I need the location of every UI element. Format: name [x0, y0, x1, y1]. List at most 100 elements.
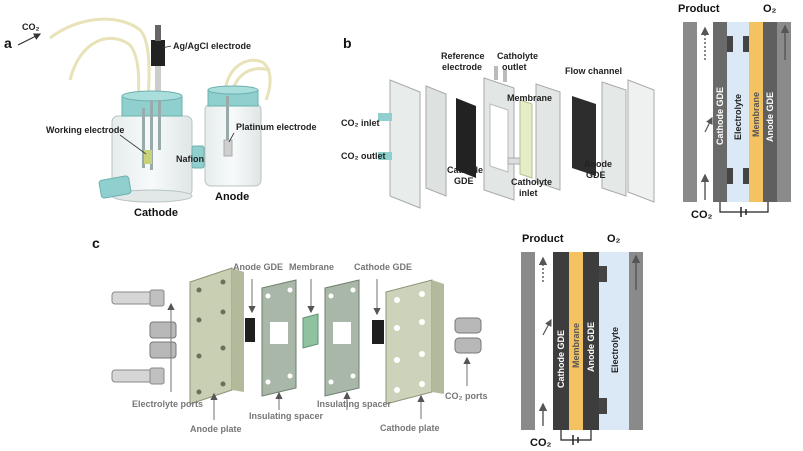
reference-electrode-body	[151, 40, 165, 66]
panel-label-c: c	[92, 235, 100, 251]
panel-label-a: a	[4, 35, 12, 51]
cathode-gde-c	[372, 320, 384, 344]
cathode-plate-label: Cathode plate	[380, 423, 440, 433]
co2-inlet-label: CO₂ inlet	[341, 118, 380, 128]
flow-channel-label: Flow channel	[565, 66, 622, 76]
working-electrode-label: Working electrode	[46, 125, 124, 135]
sc-o2-label: O₂	[607, 233, 621, 245]
working-electrode	[144, 150, 152, 164]
anode-cell	[204, 103, 262, 187]
anode-plate	[189, 267, 233, 405]
sb-cathode-gde-text: Cathode GDE	[715, 87, 725, 145]
electrolyte-port-bottom	[111, 369, 153, 383]
co2-port-2	[454, 337, 482, 354]
anode-gde	[572, 96, 596, 176]
flow-channel-plate	[601, 81, 627, 197]
insulating-spacer-label-2: Insulating spacer	[317, 399, 392, 409]
panel-c: c	[92, 235, 488, 434]
catholyte-outlet-port	[503, 70, 507, 82]
electrolyte-ports-label: Electrolyte ports	[132, 399, 203, 409]
sb-plate-left	[683, 22, 697, 202]
panel-a: a CO₂ Ag/AgCl electrode Working electrod…	[4, 17, 317, 219]
cathode-plate	[385, 279, 433, 405]
insulating-spacer-label-1: Insulating spacer	[249, 411, 324, 421]
catholyte-inlet-port	[507, 157, 521, 165]
co2-port-1	[454, 317, 482, 334]
sb-membrane-text: Membrane	[751, 92, 761, 137]
end-plate-right	[627, 79, 655, 203]
anode-gde-label-1: Anode	[584, 159, 612, 169]
sb-o2-label: O₂	[763, 3, 777, 15]
reference-label: Ag/AgCl electrode	[173, 41, 251, 51]
gas-tube	[49, 17, 151, 101]
platinum-electrode	[223, 139, 233, 157]
anode-label: Anode	[215, 191, 249, 203]
sc-cathode-gde-text: Cathode GDE	[556, 330, 566, 388]
anolyte-frame	[535, 83, 561, 191]
co2-ports-label: CO₂ ports	[445, 391, 488, 401]
gas-tube-2	[68, 36, 141, 101]
reference-electrode-wire	[155, 25, 161, 41]
gas-flow-plate	[425, 85, 447, 197]
anode-gde-c	[245, 318, 255, 342]
cathode-label: Cathode	[134, 207, 178, 219]
sc-co2-label: CO₂	[530, 437, 552, 449]
cathode-plate-holes	[394, 291, 425, 393]
platinum-label: Platinum electrode	[236, 122, 317, 132]
sc-membrane-text: Membrane	[571, 323, 581, 368]
cathode-gde	[456, 98, 476, 178]
panel-b: b Reference electrode Catholyte outlet F…	[341, 35, 655, 209]
membrane-label-b: Membrane	[507, 93, 552, 103]
cathode-gde-label-2: GDE	[454, 176, 474, 186]
sb-circuit	[719, 202, 769, 213]
cathode-gde-label-1: Cathode	[447, 165, 483, 175]
anode-plate-holes	[196, 279, 226, 395]
fitting-1	[149, 321, 177, 339]
catholyte-inlet-label-2: inlet	[519, 188, 538, 198]
sc-product-label: Product	[522, 233, 564, 245]
nafion-connector	[191, 145, 205, 169]
end-plate-left	[389, 79, 421, 209]
sc-cathode-gde	[553, 252, 569, 430]
cathode-gde-label-c: Cathode GDE	[354, 262, 412, 272]
reference-electrode-tube	[155, 66, 161, 96]
sb-electrolyte-text: Electrolyte	[733, 94, 743, 140]
membrane-c	[302, 313, 319, 349]
side-port	[98, 175, 132, 199]
sc-membrane	[569, 252, 583, 430]
catholyte-outlet-label-1: Catholyte	[497, 51, 538, 61]
schematic-c: Product O₂ CO₂ Cathode GDE Membrane Anod…	[521, 233, 643, 449]
anode-plate-label: Anode plate	[190, 424, 242, 434]
sc-anode-gde-text: Anode GDE	[586, 322, 596, 372]
catholyte-outlet-label-2: outlet	[502, 62, 527, 72]
co2-label-a: CO₂	[22, 22, 40, 32]
membrane-b	[519, 99, 533, 179]
anode-gde-label-c: Anode GDE	[233, 262, 283, 272]
sb-product-label: Product	[678, 3, 720, 15]
anode-gde-label-2: GDE	[586, 170, 606, 180]
electrolyte-port-top	[111, 291, 153, 305]
schematic-b: Product O₂ CO₂ Cathode GDE Electrolyte M…	[678, 3, 791, 221]
fitting-2	[149, 341, 177, 359]
sb-co2-label: CO₂	[691, 209, 713, 221]
co2-outlet-label: CO₂ outlet	[341, 151, 386, 161]
sc-circuit	[560, 430, 592, 441]
sc-plate-left	[521, 252, 535, 430]
panel-label-b: b	[343, 35, 352, 51]
sb-plate-right	[777, 22, 791, 202]
co2-arrow	[17, 33, 42, 46]
sb-gde-cathode	[713, 22, 727, 202]
sc-plate-right	[629, 252, 643, 430]
co2-inlet-port	[378, 113, 392, 121]
membrane-label-c: Membrane	[289, 262, 334, 272]
reference-label-b1: Reference	[441, 51, 485, 61]
catholyte-inlet-label-1: Catholyte	[511, 177, 552, 187]
sc-anode-gde	[583, 252, 599, 430]
co2-outlet-port	[378, 152, 392, 160]
reference-label-b2: electrode	[442, 62, 482, 72]
sb-membrane	[749, 22, 763, 202]
sb-electrolyte	[727, 22, 749, 202]
anode-tube	[223, 58, 272, 101]
sb-anode-gde-text: Anode GDE	[765, 92, 775, 142]
